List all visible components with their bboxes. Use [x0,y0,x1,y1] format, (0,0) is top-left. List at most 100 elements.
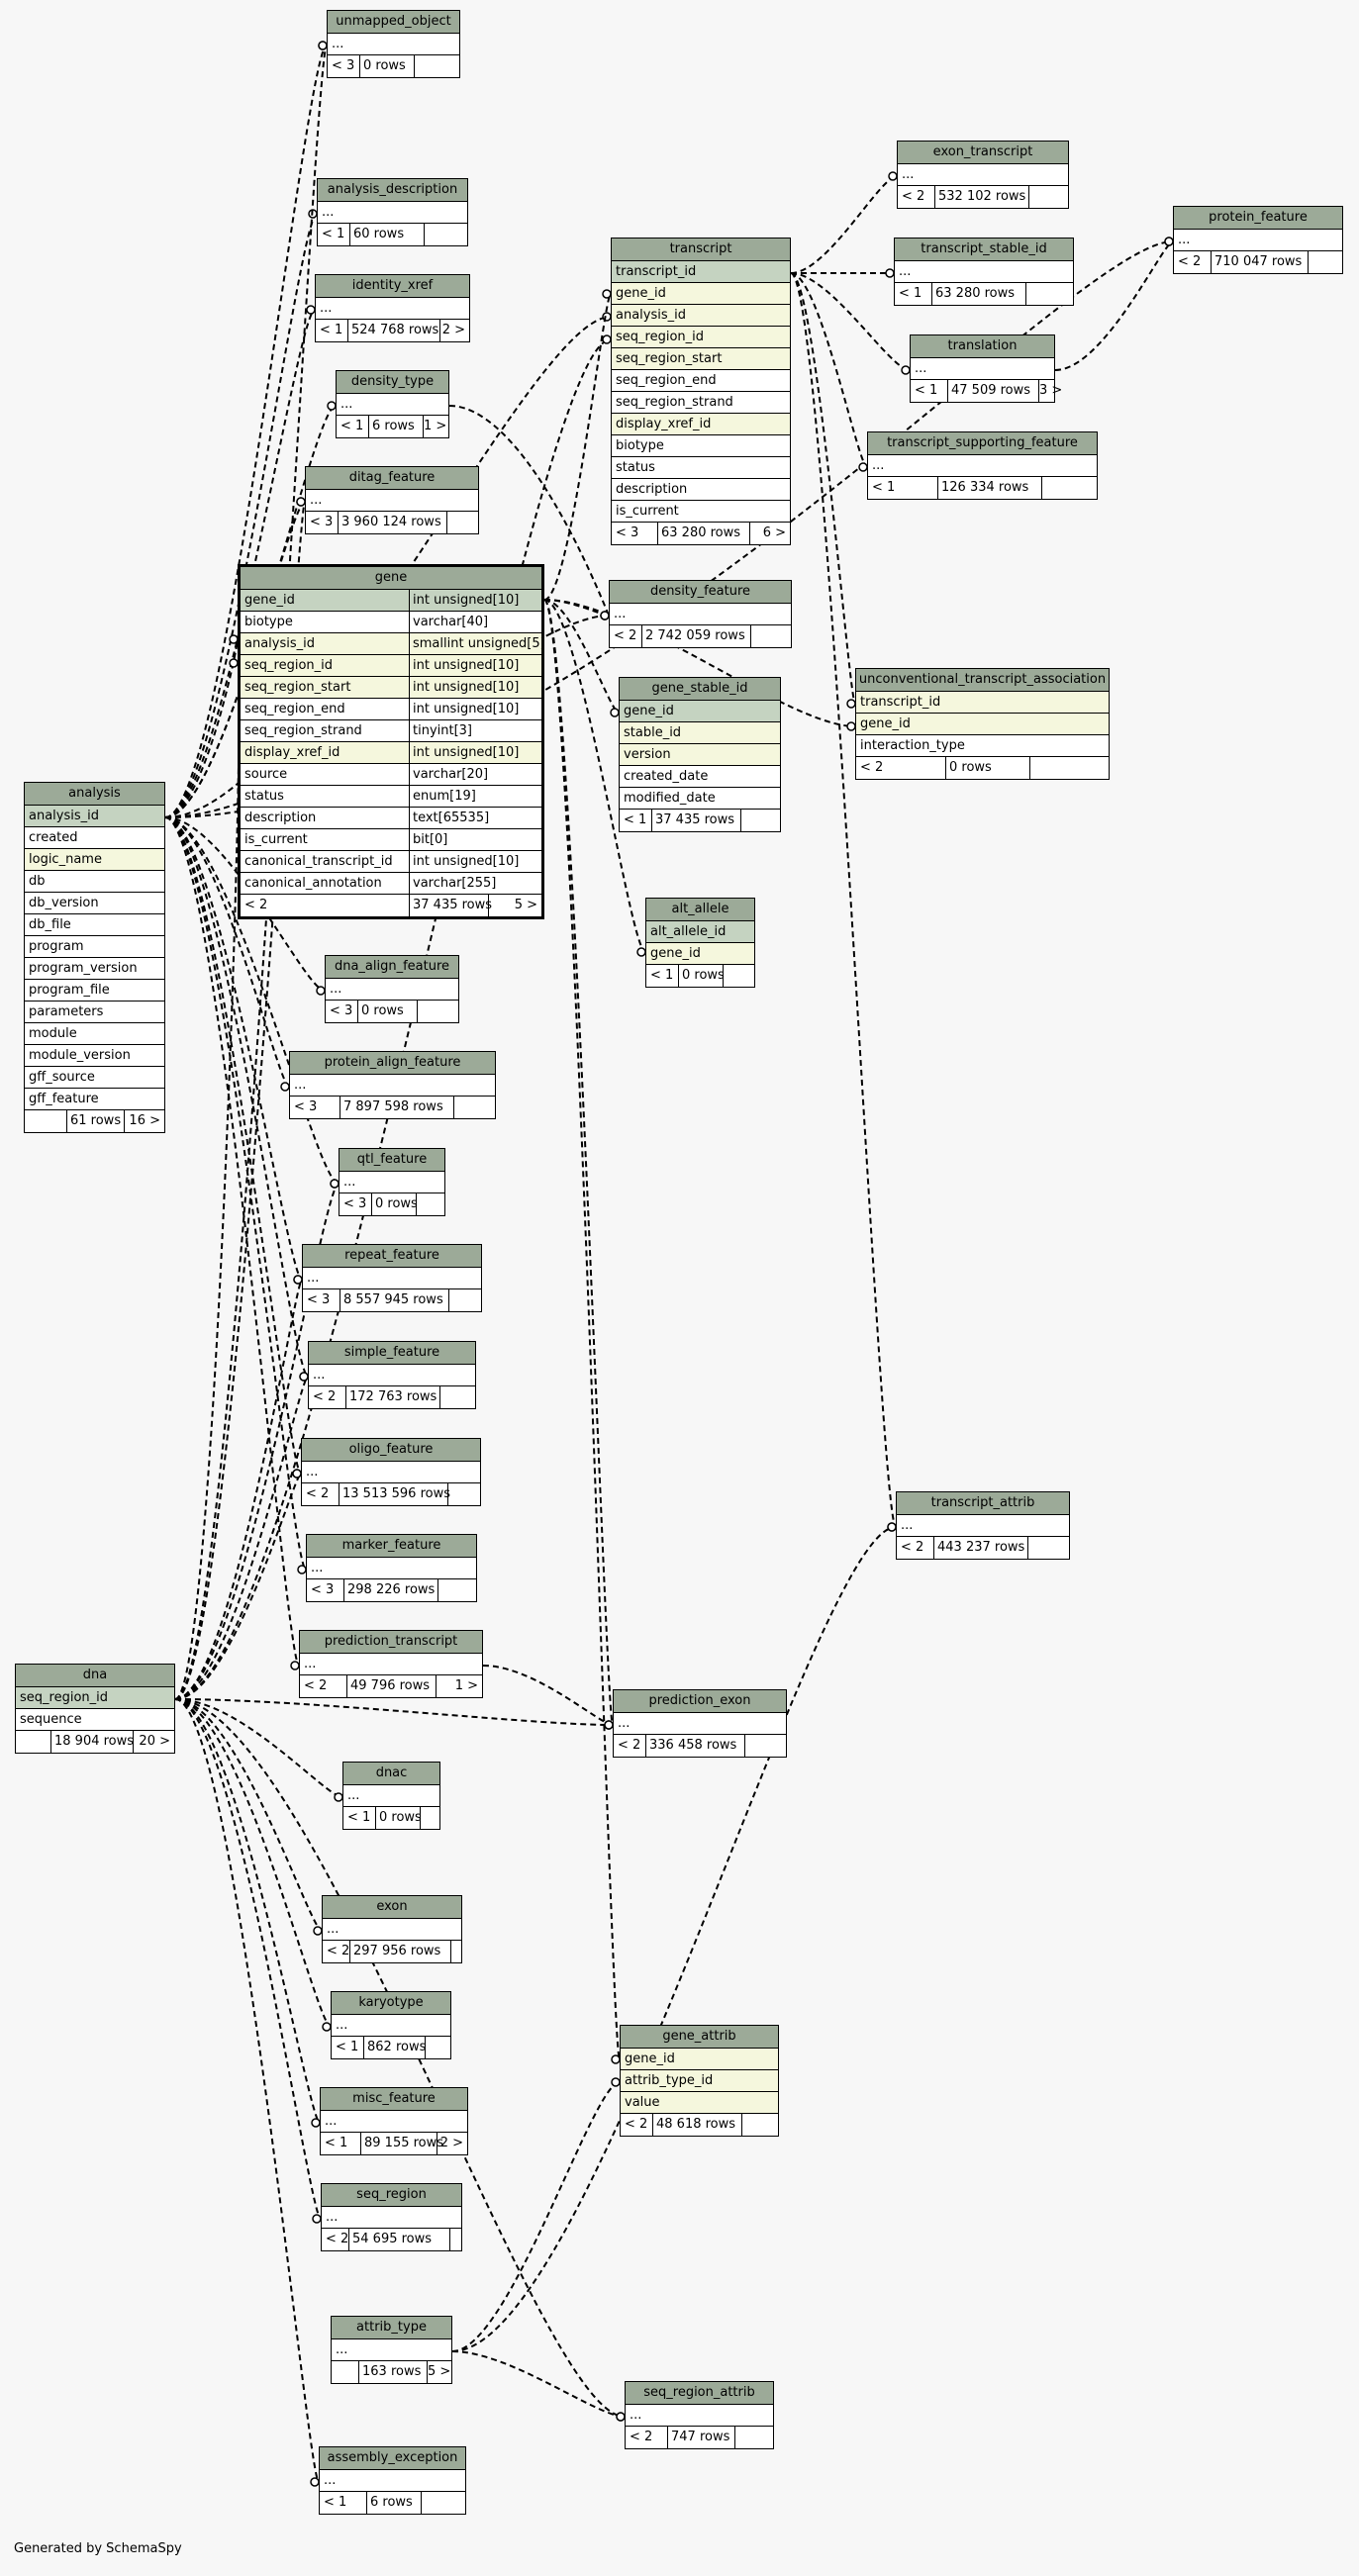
table-title[interactable]: gene [241,567,541,590]
table-title[interactable]: transcript_supporting_feature [868,432,1097,455]
children-count[interactable] [1041,477,1097,499]
parents-count[interactable]: < 2 [618,1738,641,1753]
table-title[interactable]: seq_region [322,2184,461,2207]
children-count[interactable]: 1 > [423,416,448,437]
parents-count[interactable]: < 3 [330,1003,353,1018]
parents-count[interactable]: < 2 [304,1678,328,1693]
table-title[interactable]: gene_stable_id [620,678,780,701]
table-title[interactable]: dnac [343,1763,439,1785]
table-title[interactable]: protein_feature [1174,207,1342,230]
children-count[interactable] [1027,1537,1069,1559]
children-count[interactable] [420,1807,439,1829]
parents-count[interactable]: < 1 [324,2495,347,2510]
table-title[interactable]: transcript [612,239,790,261]
table-title[interactable]: analysis [25,783,164,806]
children-count[interactable] [723,965,754,987]
table-title[interactable]: ditag_feature [306,467,478,490]
children-count[interactable] [750,625,791,647]
parents-count[interactable]: < 2 [306,1486,330,1501]
children-count[interactable] [734,2427,773,2448]
children-count[interactable] [1308,251,1342,273]
table-title[interactable]: dna [16,1665,174,1687]
children-count[interactable] [1028,186,1068,208]
table-title[interactable]: repeat_feature [303,1245,481,1268]
parents-count[interactable]: < 2 [860,760,884,775]
table-title[interactable]: alt_allele [646,899,754,921]
children-count[interactable] [437,1579,476,1601]
table-title[interactable]: simple_feature [309,1342,475,1365]
parents-count[interactable]: < 1 [322,227,345,241]
children-count[interactable] [439,1386,475,1408]
children-count[interactable] [425,2037,450,2058]
table-title[interactable]: transcript_stable_id [895,239,1073,261]
table-title[interactable]: seq_region_attrib [626,2382,773,2405]
table-title[interactable]: analysis_description [318,179,467,202]
parents-count[interactable]: < 3 [310,515,334,529]
table-title[interactable]: marker_feature [307,1535,476,1558]
parents-count[interactable]: < 1 [915,383,938,398]
children-count[interactable] [449,2229,461,2250]
children-count[interactable] [1029,757,1109,779]
children-count[interactable]: 3 > [1038,380,1062,402]
parents-count[interactable]: < 3 [294,1099,318,1114]
children-count[interactable]: 2 > [437,2133,467,2154]
children-count[interactable] [744,1735,786,1757]
table-title[interactable]: prediction_exon [614,1690,786,1713]
table-title[interactable]: misc_feature [321,2088,467,2111]
table-title[interactable]: exon_transcript [898,142,1068,164]
parents-count[interactable]: < 1 [336,2040,359,2054]
table-title[interactable]: assembly_exception [320,2447,465,2470]
parents-count[interactable] [16,1731,50,1753]
children-count[interactable] [741,2114,778,2136]
parents-count[interactable]: < 2 [244,898,268,912]
children-count[interactable] [446,512,478,533]
children-count[interactable] [414,55,459,77]
parents-count[interactable]: < 3 [307,1292,331,1307]
children-count[interactable]: 6 > [749,523,790,544]
children-count[interactable] [448,1289,481,1311]
parents-count[interactable]: < 3 [343,1196,367,1211]
table-title[interactable]: dna_align_feature [326,956,458,979]
table-title[interactable]: identity_xref [316,275,469,298]
table-title[interactable]: density_type [337,371,448,394]
parents-count[interactable]: < 2 [327,1944,350,1958]
parents-count[interactable]: < 1 [624,812,647,827]
children-count[interactable] [447,1483,480,1505]
parents-count[interactable]: < 1 [340,419,364,433]
parents-count[interactable]: < 3 [311,1582,335,1597]
children-count[interactable] [417,1001,458,1022]
parents-count[interactable] [332,2361,358,2383]
children-count[interactable] [450,1941,461,1962]
children-count[interactable]: 20 > [133,1731,174,1753]
parents-count[interactable]: < 2 [313,1389,337,1404]
children-count[interactable] [421,2492,465,2514]
parents-count[interactable]: < 2 [625,2117,648,2132]
parents-count[interactable] [25,1110,66,1132]
children-count[interactable]: 5 > [427,2361,451,2383]
children-count[interactable]: 1 > [436,1675,482,1697]
children-count[interactable] [416,1193,444,1215]
